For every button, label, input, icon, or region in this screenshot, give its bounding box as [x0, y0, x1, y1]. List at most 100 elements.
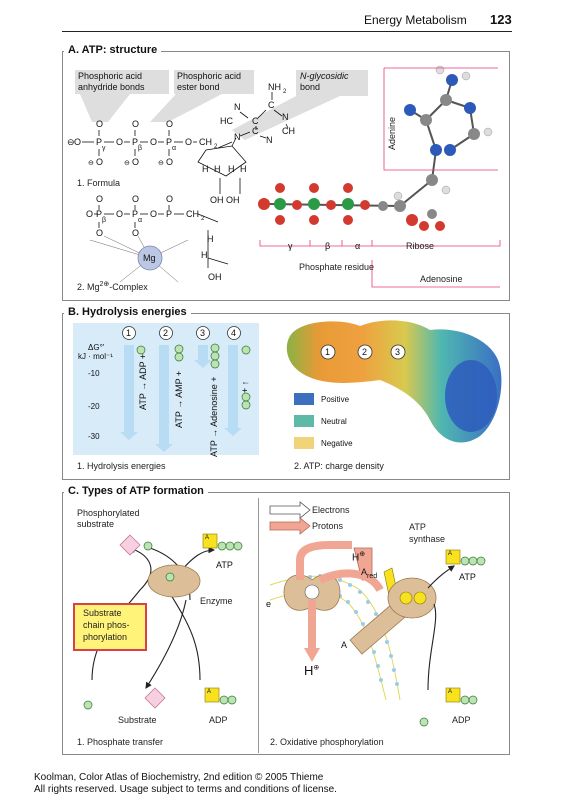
proton-bottom-h: H: [304, 663, 314, 678]
legend-neutral: Neutral: [321, 417, 347, 426]
svg-text:⊖: ⊖: [88, 160, 94, 167]
bar-number-1: 1: [126, 328, 132, 338]
proton-top: H⊕: [352, 551, 365, 563]
svg-text:2: 2: [214, 144, 218, 150]
footer-line-1: Koolman, Color Atlas of Biochemistry, 2n…: [34, 772, 324, 783]
hydrolysis-caption: 1. Hydrolysis energies: [77, 461, 166, 471]
formula-caption: 1. Formula: [77, 178, 121, 188]
footer-line-2: All rights reserved. Usage subject to te…: [34, 784, 337, 795]
svg-text:O: O: [116, 209, 123, 219]
oxidative-caption: 2. Oxidative phosphorylation: [270, 737, 384, 747]
svg-text:C: C: [252, 116, 259, 126]
energy-bars: [120, 326, 251, 452]
section-c-title: C. Types of ATP formation: [64, 486, 208, 497]
box-line-3: phorylation: [83, 632, 128, 642]
ared-a: A: [361, 567, 368, 577]
svg-text:O: O: [166, 157, 173, 167]
svg-text:⊖: ⊖: [124, 160, 130, 167]
svg-text:H: H: [228, 164, 235, 174]
electron-label: e: [266, 600, 271, 609]
svg-text:O: O: [132, 228, 139, 238]
density-number-3: 3: [395, 347, 401, 357]
axis-tick-30: -30: [88, 432, 100, 441]
bar-number-4: 4: [231, 328, 237, 338]
density-number-2: 2: [362, 347, 368, 357]
section-a-title: A. ATP: structure: [64, 45, 162, 56]
axis-label-dg: ΔG°': [88, 343, 105, 352]
proton-top-h: H: [352, 552, 360, 564]
complex-caption-sup: 2⊕: [99, 281, 110, 288]
chapter-title: Energy Metabolism: [364, 13, 467, 27]
callout-anhydride: [75, 70, 169, 94]
phosphate-transfer-diagram: [73, 533, 243, 710]
badge-a-atp-right: A: [448, 551, 453, 557]
svg-text:O: O: [96, 228, 103, 238]
svg-text:O: O: [132, 157, 139, 167]
svg-text:O: O: [166, 194, 173, 204]
svg-text:β: β: [102, 217, 106, 224]
svg-text:β: β: [138, 145, 142, 152]
svg-text:P: P: [96, 137, 102, 147]
ared-sub: red: [367, 572, 378, 580]
svg-text:O: O: [150, 137, 157, 147]
complex-caption: 2. Mg2⊕-Complex: [77, 281, 148, 292]
svg-text:O: O: [96, 194, 103, 204]
mg-ion: Mg: [143, 253, 156, 263]
ared-label: Ared: [361, 568, 377, 580]
axis-tick-10: -10: [88, 369, 100, 378]
label-atp-left: ATP: [216, 560, 233, 570]
svg-text:OH OH: OH OH: [210, 195, 240, 205]
svg-text:H: H: [201, 250, 208, 260]
mg-complex: [89, 235, 189, 283]
callout-ester-l2: ester bond: [177, 82, 220, 92]
axis-label-unit: kJ · mol⁻¹: [78, 352, 113, 361]
svg-text:P: P: [132, 137, 138, 147]
svg-text:H: H: [240, 164, 247, 174]
proton-top-plus: ⊕: [359, 551, 366, 558]
svg-text:CH: CH: [282, 126, 295, 136]
proton-bottom-plus: ⊕: [313, 664, 320, 672]
complex-caption-suffix: -Complex: [109, 282, 148, 292]
svg-text:⊖: ⊖: [67, 137, 75, 147]
complex-caption-main: 2. Mg: [77, 282, 100, 292]
electron-e: e: [266, 599, 272, 609]
bar-number-2: 2: [163, 328, 169, 338]
label-atp-synthase-1: ATP: [409, 522, 426, 532]
svg-text:H: H: [214, 164, 221, 174]
svg-text:2: 2: [201, 216, 205, 222]
page-number: 123: [490, 12, 512, 27]
atp-ball-model: [258, 65, 501, 288]
badge-a-adp: A: [207, 689, 212, 695]
svg-text:⊖: ⊖: [158, 160, 164, 167]
legend-protons: Protons: [312, 521, 344, 531]
svg-text:α: α: [172, 145, 176, 152]
svg-text:N: N: [234, 132, 241, 142]
label-gamma: γ: [288, 241, 293, 251]
charge-density-caption: 2. ATP: charge density: [294, 461, 384, 471]
badge-a-atp: A: [205, 535, 210, 541]
svg-text:O: O: [96, 119, 103, 129]
svg-text:P: P: [166, 137, 172, 147]
svg-text:H: H: [207, 234, 214, 244]
legend-positive: Positive: [321, 395, 350, 404]
bar-number-3: 3: [200, 328, 206, 338]
legend-negative: Negative: [321, 439, 353, 448]
svg-text:N: N: [282, 112, 289, 122]
label-substrate: Substrate: [118, 715, 157, 725]
callout-glycosidic: [296, 70, 368, 96]
callout-pointers: [80, 94, 340, 140]
label-substrate-top: substrate: [77, 519, 115, 529]
label-alpha: α: [355, 241, 361, 251]
svg-text:O: O: [185, 137, 192, 147]
svg-text:NH: NH: [268, 82, 281, 92]
svg-text:P: P: [166, 209, 172, 219]
callout-anhydride-l2: anhydride bonds: [78, 82, 145, 92]
svg-text:α: α: [138, 217, 142, 224]
svg-text:C: C: [268, 100, 275, 110]
svg-text:C: C: [252, 126, 259, 136]
proton-bottom: H⊕: [304, 664, 319, 677]
svg-text:CH: CH: [199, 137, 212, 147]
svg-text:H: H: [202, 164, 209, 174]
svg-text:P: P: [132, 209, 138, 219]
legend-electrons: Electrons: [312, 505, 350, 515]
